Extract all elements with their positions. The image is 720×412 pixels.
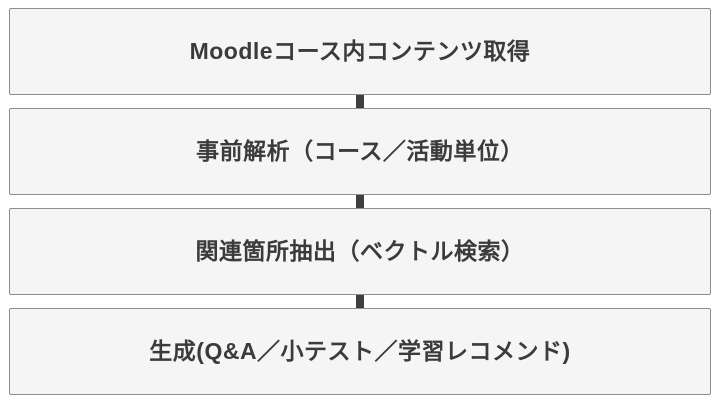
flow-step-moodle-content-fetch: Moodleコース内コンテンツ取得 xyxy=(9,8,711,95)
flow-step-pre-analysis: 事前解析（コース／活動単位） xyxy=(9,108,711,195)
flow-connector-bar xyxy=(356,95,364,108)
flow-step-label: 事前解析（コース／活動単位） xyxy=(196,138,524,164)
flow-step-vector-search: 関連箇所抽出（ベクトル検索） xyxy=(9,208,711,295)
flow-step-label: Moodleコース内コンテンツ取得 xyxy=(189,38,531,64)
flow-connector-bar xyxy=(356,195,364,208)
flow-connector-bar xyxy=(356,295,364,308)
flow-step-generation: 生成(Q&A／小テスト／学習レコメンド) xyxy=(9,308,711,395)
connector-row xyxy=(9,95,711,108)
connector-row xyxy=(9,295,711,308)
flow-step-label: 生成(Q&A／小テスト／学習レコメンド) xyxy=(149,338,571,364)
connector-row xyxy=(9,195,711,208)
flow-step-label: 関連箇所抽出（ベクトル検索） xyxy=(195,238,525,264)
